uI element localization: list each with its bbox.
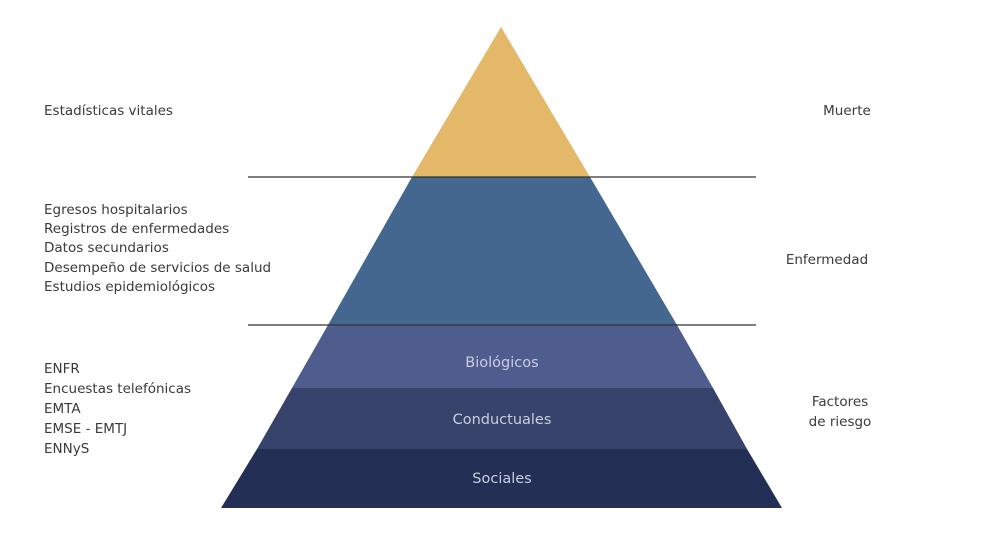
layer-label-sociales: Sociales (472, 471, 531, 487)
layer-label-conductuales: Conductuales (453, 412, 552, 428)
layer-sociales (221, 449, 782, 508)
layer-label-biologicos: Biológicos (465, 355, 538, 371)
layer-muerte (412, 27, 590, 177)
right-label-de-riesgo: de riesgo (809, 414, 872, 430)
right-label-factores: Factores (812, 394, 868, 410)
right-label-muerte: Muerte (823, 103, 871, 119)
layer-conductuales (257, 388, 747, 449)
left-label-enfr: ENFR (44, 361, 80, 377)
layer-biologicos (292, 325, 713, 388)
left-label-estudios: Estudios epidemiológicos (44, 279, 215, 295)
left-label-datos: Datos secundarios (44, 240, 169, 256)
left-label-emta: EMTA (44, 401, 81, 417)
left-label-registros: Registros de enfermedades (44, 221, 229, 237)
left-label-emse: EMSE - EMTJ (44, 421, 127, 437)
left-label-estadisticas: Estadísticas vitales (44, 103, 173, 119)
left-label-egresos: Egresos hospitalarios (44, 202, 188, 218)
left-label-ennys: ENNyS (44, 441, 89, 457)
left-label-desempeno: Desempeño de servicios de salud (44, 260, 271, 276)
left-label-encuestas: Encuestas telefónicas (44, 381, 191, 397)
layer-enfermedad (328, 177, 677, 325)
right-label-enfermedad: Enfermedad (786, 252, 868, 268)
